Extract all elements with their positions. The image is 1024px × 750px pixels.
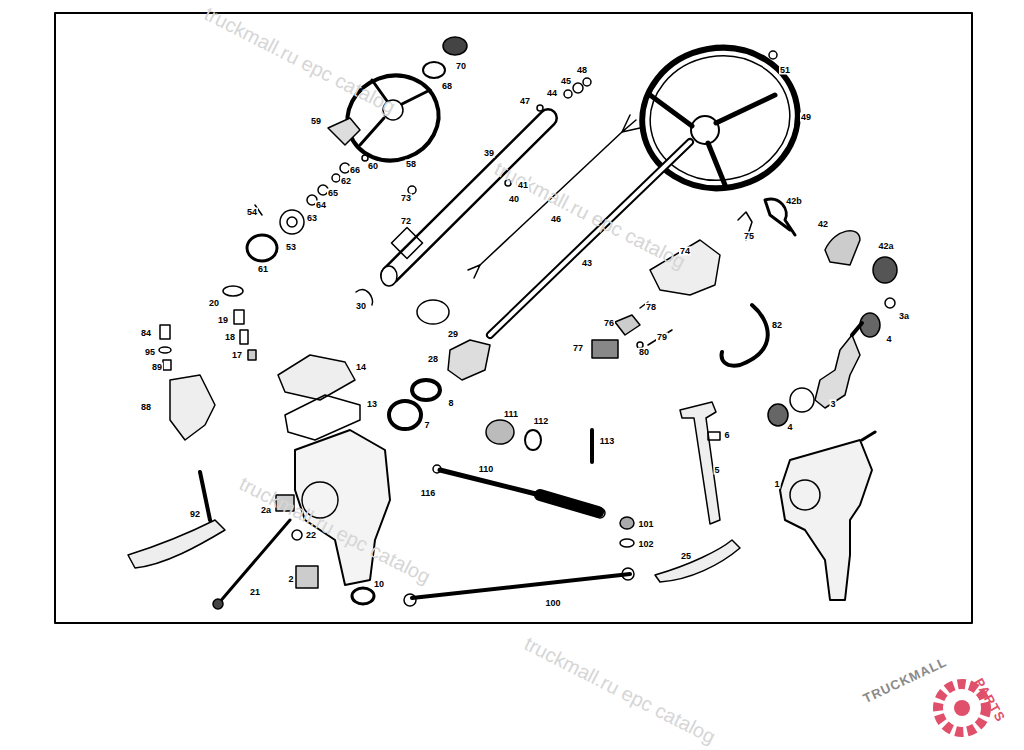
callout-number: 42a (877, 242, 894, 251)
callout-number: 70 (455, 62, 467, 71)
callout-number: 10 (373, 580, 385, 589)
callout-number: 74 (679, 247, 691, 256)
watermark: truckmall.ru epc catalog (201, 3, 398, 117)
callout-number: 22 (305, 531, 317, 540)
callout-number: 4 (786, 423, 793, 432)
logo-text: PARTS (972, 676, 1007, 724)
callout-number: 49 (800, 113, 812, 122)
callout-number: 78 (645, 303, 657, 312)
callout-number: 92 (189, 510, 201, 519)
callout-number: 102 (637, 540, 654, 549)
logo-text: TRUCKMALL (861, 655, 949, 705)
callout-number: 21 (249, 588, 261, 597)
callout-number: 45 (560, 77, 572, 86)
callout-number: 42 (817, 220, 829, 229)
callout-number: 17 (231, 351, 243, 360)
callout-number: 28 (427, 355, 439, 364)
callout-number: 62 (340, 177, 352, 186)
callout-number: 64 (315, 201, 327, 210)
callout-number: 75 (743, 232, 755, 241)
callout-number: 60 (367, 162, 379, 171)
callout-number: 61 (257, 265, 269, 274)
callout-number: 7 (423, 421, 430, 430)
callout-number: 68 (441, 82, 453, 91)
callout-number: 47 (519, 97, 531, 106)
callout-number: 8 (447, 399, 454, 408)
callout-number: 59 (310, 117, 322, 126)
callout-number: 80 (638, 348, 650, 357)
callout-number: 73 (400, 194, 412, 203)
callout-number: 84 (140, 329, 152, 338)
callout-number: 63 (306, 214, 318, 223)
callout-number: 4 (885, 335, 892, 344)
callout-number: 2 (287, 575, 294, 584)
callout-number: 48 (576, 66, 588, 75)
callout-number: 3a (898, 312, 910, 321)
callout-number: 6 (723, 431, 730, 440)
callout-number: 58 (405, 160, 417, 169)
callout-number: 72 (400, 217, 412, 226)
callout-number: 110 (478, 465, 495, 474)
callout-number: 41 (517, 181, 529, 190)
callout-number: 51 (779, 66, 791, 75)
callout-number: 3 (829, 400, 836, 409)
callout-number: 53 (285, 243, 297, 252)
callout-number: 43 (581, 259, 593, 268)
callout-number: 18 (224, 333, 236, 342)
callout-number: 46 (550, 215, 562, 224)
callout-number: 65 (327, 189, 339, 198)
callout-number: 113 (599, 437, 616, 446)
callout-number: 40 (508, 195, 520, 204)
watermark: truckmall.ru epc catalog (521, 633, 718, 747)
callout-number: 20 (208, 299, 220, 308)
callout-number: 76 (603, 319, 615, 328)
callout-number: 82 (771, 321, 783, 330)
callout-number: 77 (572, 344, 584, 353)
callout-number: 5 (713, 466, 720, 475)
callout-number: 30 (355, 302, 367, 311)
callout-number: 29 (447, 330, 459, 339)
callout-number: 111 (503, 410, 519, 419)
callout-number: 112 (533, 417, 550, 426)
callout-number: 66 (349, 166, 361, 175)
callout-number: 13 (366, 400, 378, 409)
callout-number: 95 (144, 348, 156, 357)
callout-number: 42b (785, 197, 803, 206)
callout-number: 54 (246, 208, 258, 217)
callout-number: 25 (680, 552, 692, 561)
callout-number: 39 (483, 149, 495, 158)
callout-number: 14 (355, 363, 367, 372)
callout-number: 44 (546, 89, 558, 98)
callout-number: 2a (260, 506, 272, 515)
callout-number: 101 (637, 520, 654, 529)
callout-number: 89 (151, 363, 163, 372)
callout-number: 1 (773, 480, 780, 489)
callout-number: 88 (140, 403, 152, 412)
callout-number: 116 (420, 489, 437, 498)
callout-number: 79 (656, 333, 668, 342)
callout-number: 19 (217, 316, 229, 325)
callout-number: 100 (544, 599, 561, 608)
